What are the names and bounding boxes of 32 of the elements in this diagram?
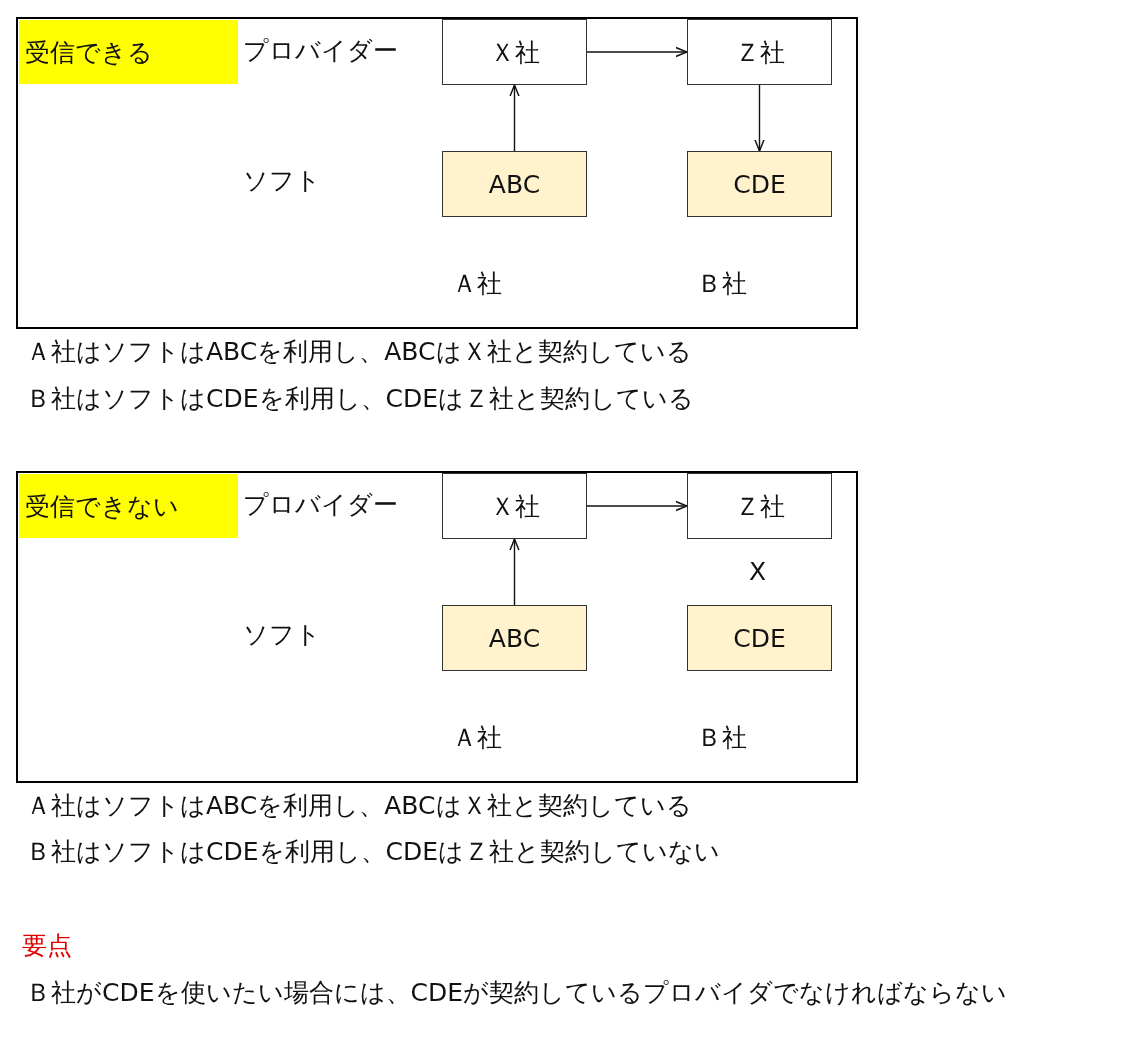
- software-box: CDE: [687, 151, 832, 217]
- highlight-label: 受信できない: [19, 474, 238, 538]
- row-label: プロバイダー: [243, 490, 398, 520]
- software-box: ABC: [442, 151, 587, 217]
- software-box: CDE: [687, 605, 832, 671]
- frame-border: [16, 17, 858, 329]
- company-label: Ｂ社: [697, 269, 747, 299]
- row-label: プロバイダー: [243, 36, 398, 66]
- frame-border: [16, 471, 858, 783]
- description-text: Ｂ社はソフトはCDEを利用し、CDEはＺ社と契約していない: [26, 837, 720, 867]
- row-label: ソフト: [243, 166, 321, 196]
- row-label: ソフト: [243, 620, 321, 650]
- highlight-label: 受信できる: [19, 20, 238, 84]
- description-text: Ａ社はソフトはABCを利用し、ABCはＸ社と契約している: [26, 337, 692, 367]
- description-text: Ｂ社はソフトはCDEを利用し、CDEはＺ社と契約している: [26, 384, 694, 414]
- provider-box: Ｚ社: [687, 19, 832, 85]
- arrow: [586, 46, 688, 58]
- provider-box: Ｚ社: [687, 473, 832, 539]
- description-text: Ａ社はソフトはABCを利用し、ABCはＸ社と契約している: [26, 791, 692, 821]
- provider-box: Ｘ社: [442, 19, 587, 85]
- arrow: [754, 84, 765, 152]
- conclusion-text: Ｂ社がCDEを使いたい場合には、CDEが契約しているプロバイダでなければならない: [26, 978, 1007, 1008]
- cross-mark: X: [749, 557, 767, 587]
- arrow: [509, 538, 520, 606]
- arrow: [586, 500, 688, 512]
- company-label: Ａ社: [452, 723, 502, 753]
- software-box: ABC: [442, 605, 587, 671]
- arrow: [509, 84, 520, 152]
- provider-box: Ｘ社: [442, 473, 587, 539]
- heading-text: 要点: [22, 931, 72, 961]
- company-label: Ｂ社: [697, 723, 747, 753]
- company-label: Ａ社: [452, 269, 502, 299]
